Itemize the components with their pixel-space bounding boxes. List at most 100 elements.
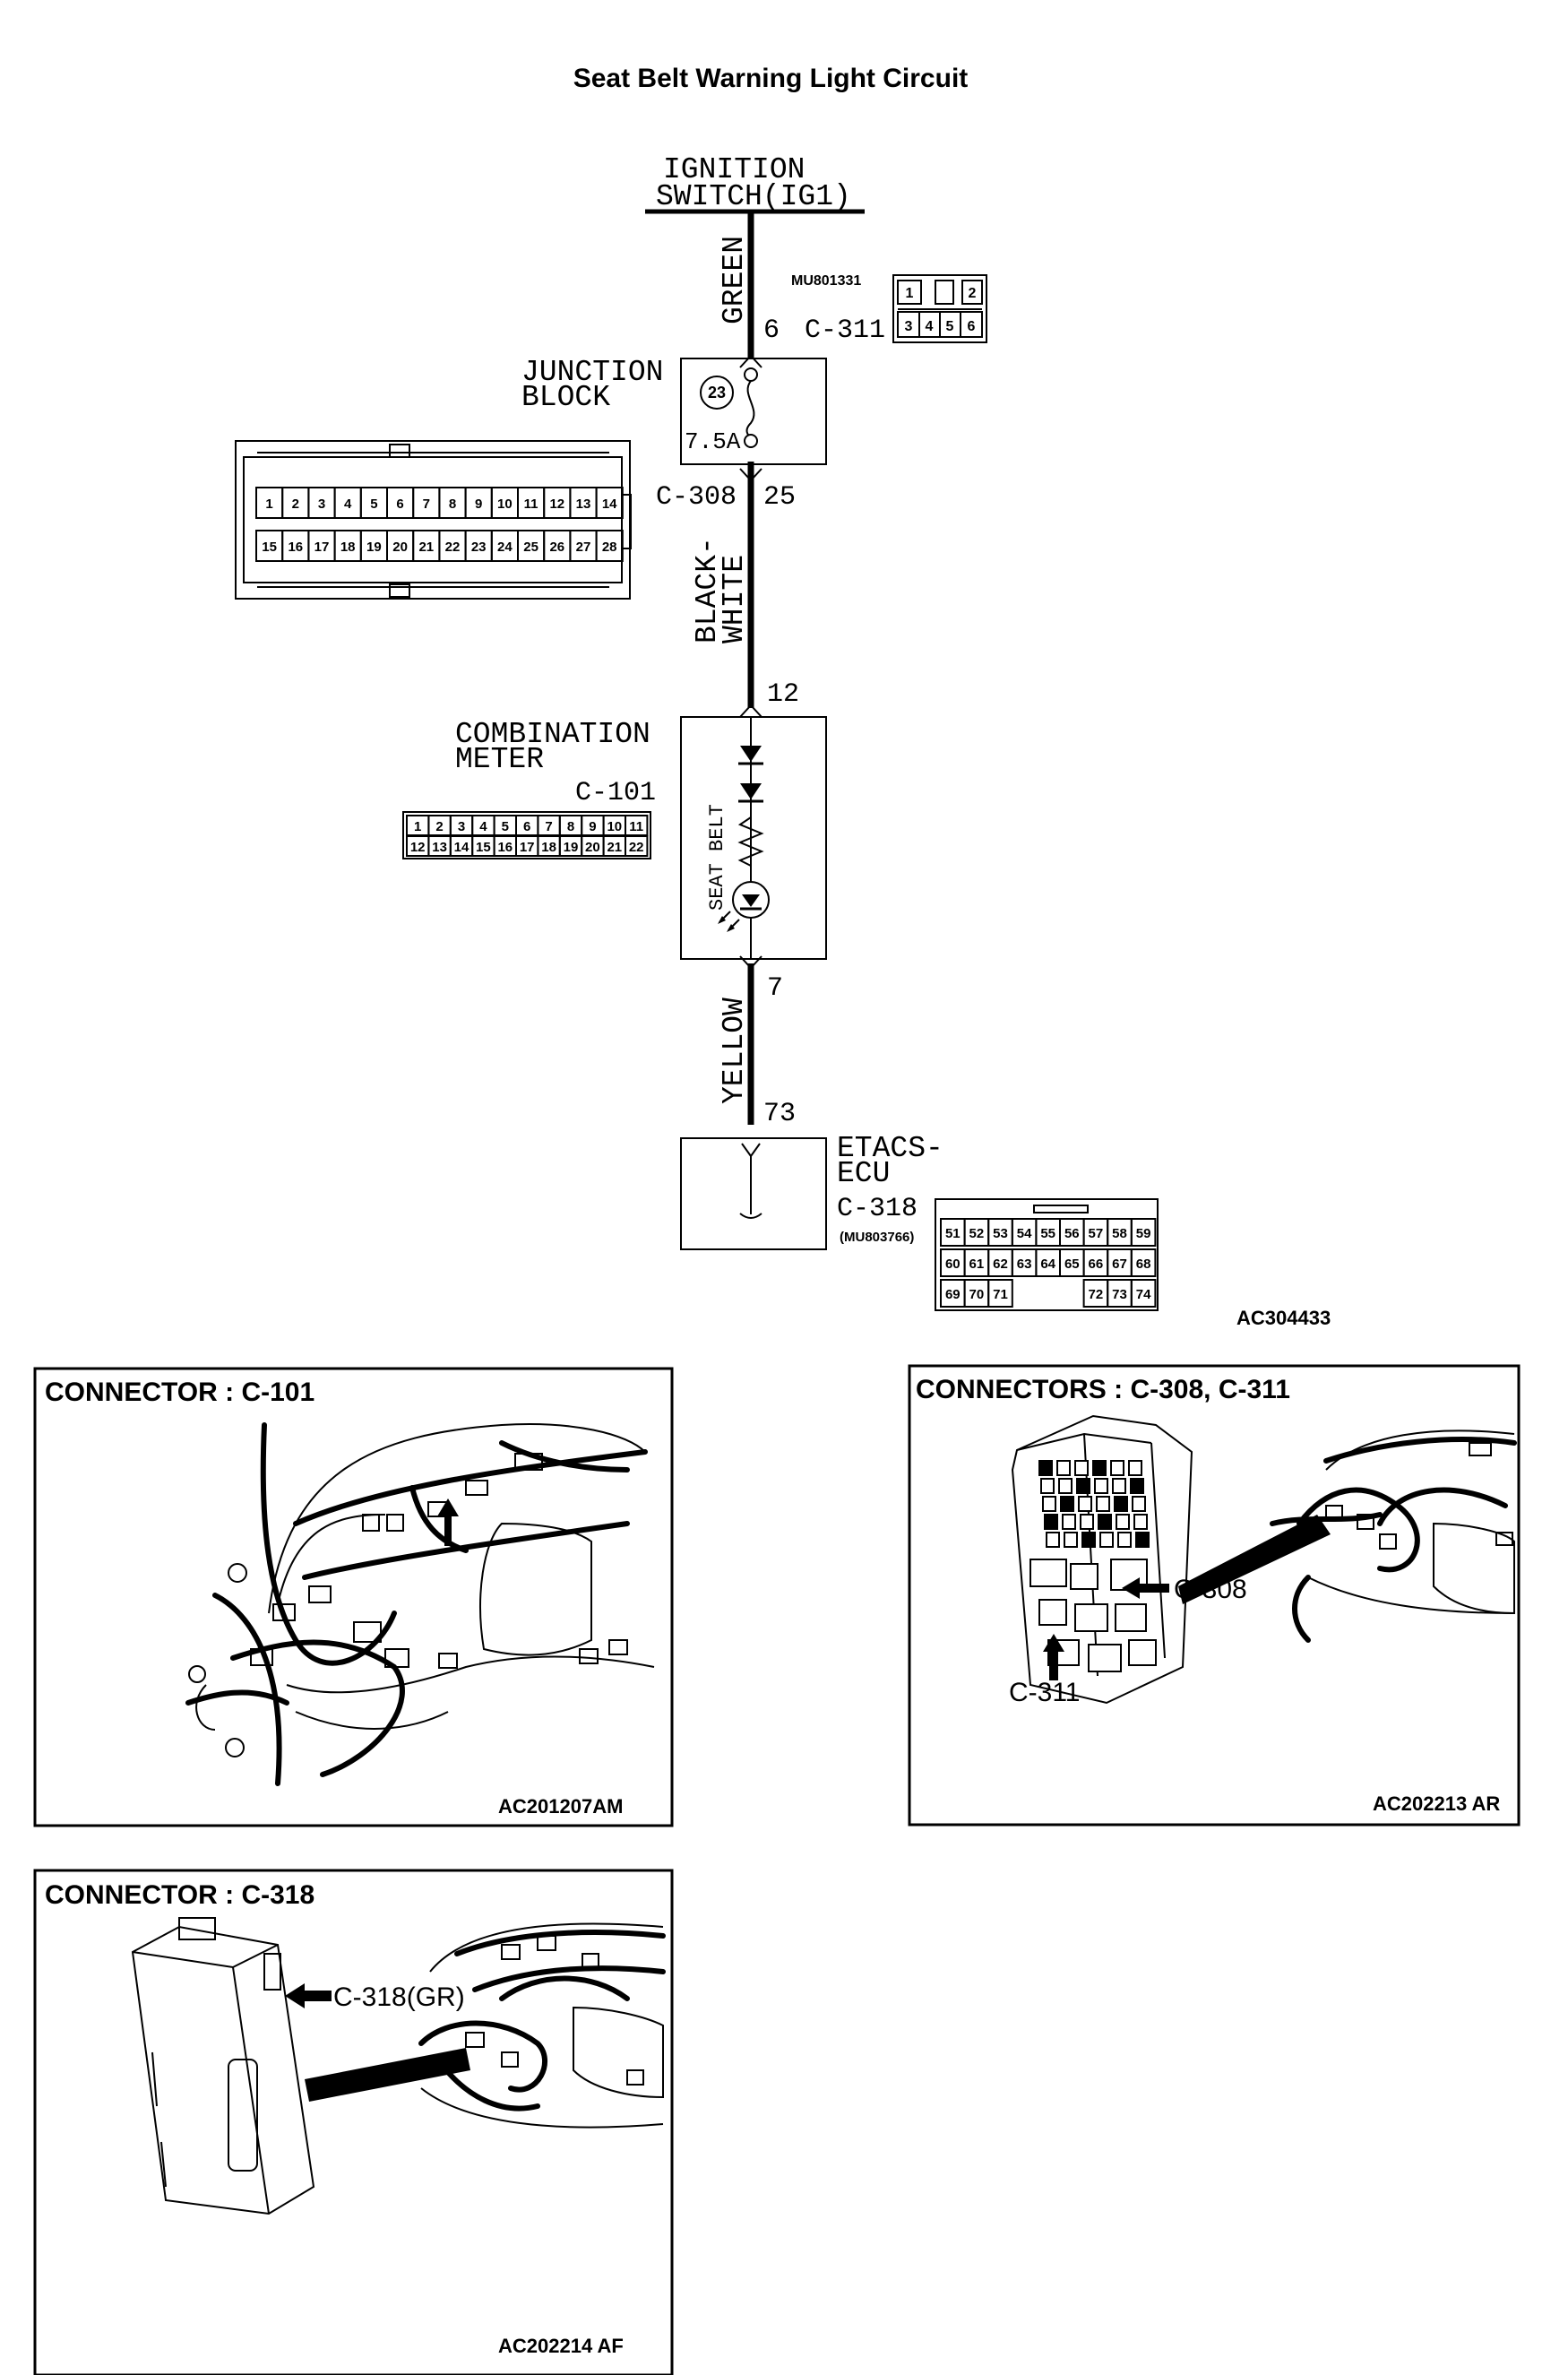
callout-c308: C-308	[1174, 1575, 1247, 1604]
c318-pin-label: 54	[1017, 1226, 1032, 1241]
fuse-slot	[1046, 1532, 1060, 1548]
relay-block	[1030, 1559, 1067, 1587]
c101-pin-label: 16	[497, 840, 513, 855]
pin-12-label: 12	[767, 679, 799, 710]
c318-pin-label: 57	[1089, 1226, 1104, 1241]
connector-c318-label: C-318	[837, 1194, 918, 1224]
connector-c311-label: C-311	[805, 315, 885, 346]
c101-pin-label: 3	[458, 819, 465, 834]
fuse-slot	[1098, 1514, 1112, 1530]
svg-text:3: 3	[905, 319, 913, 334]
connector-c311-part-number: MU801331	[791, 273, 861, 289]
c101-pin-label: 15	[476, 840, 491, 855]
c318-pin-label: 73	[1112, 1287, 1127, 1302]
pin-cell	[1130, 1279, 1157, 1308]
svg-text:4: 4	[926, 319, 934, 334]
relay-block	[1128, 1639, 1157, 1666]
c101-pin-label: 7	[545, 819, 552, 834]
relay-block	[1038, 1599, 1067, 1626]
c308-pin-label: 20	[392, 540, 408, 555]
c101-pin-label: 5	[502, 819, 509, 834]
fuse-slot	[1062, 1514, 1076, 1530]
fuse-slot	[1092, 1460, 1107, 1476]
c308-pin-label: 13	[576, 497, 591, 512]
c101-pin-label: 12	[410, 840, 426, 855]
wire-color-white: WHITE	[718, 555, 751, 643]
wire-color-green: GREEN	[718, 236, 751, 324]
fuse-slot	[1040, 1478, 1055, 1494]
fuse-slot	[1042, 1496, 1056, 1512]
fuse-slot	[1078, 1496, 1092, 1512]
resistor	[737, 816, 764, 867]
c318-pin-label: 56	[1064, 1226, 1080, 1241]
c101-pin-label: 13	[432, 840, 447, 855]
combination-meter: 12 COMBINATION METER C-101 SEAT BELT 7 1…	[402, 679, 827, 1004]
c308-pin-label: 28	[602, 540, 617, 555]
combination-meter-box	[680, 716, 827, 960]
c101-pin-label: 9	[589, 819, 596, 834]
c318-pin-label: 58	[1112, 1226, 1127, 1241]
fuse-slot	[1038, 1460, 1053, 1476]
c318-pin-label: 69	[945, 1287, 961, 1302]
junction-block: JUNCTION BLOCK 23 7.5A	[521, 356, 827, 465]
c318-pin-label: 66	[1089, 1257, 1104, 1272]
c318-pin-label: 65	[1064, 1257, 1080, 1272]
c308-pin-label: 10	[497, 497, 513, 512]
c308-pin-label: 23	[471, 540, 487, 555]
fuse-slot	[1076, 1478, 1090, 1494]
c318-pin-label: 74	[1136, 1287, 1151, 1302]
fuse-number: 23	[708, 384, 726, 402]
panel-c101-title: CONNECTOR : C-101	[45, 1378, 314, 1407]
c101-pin-label: 10	[607, 819, 622, 834]
pin-25-label: 25	[763, 482, 796, 513]
ignition-label-line2: SWITCH(IG1)	[656, 180, 851, 213]
etacs-label-line2: ECU	[837, 1157, 890, 1190]
fuse-slot	[1132, 1496, 1146, 1512]
fuse-rating: 7.5A	[685, 428, 741, 455]
junction-block-box	[680, 358, 827, 465]
pin-cell	[987, 1279, 1013, 1308]
c308-pin-label: 21	[418, 540, 434, 555]
connector-mark	[739, 468, 762, 482]
fuse-slot	[1096, 1496, 1110, 1512]
pin-cell	[595, 530, 624, 562]
relay-block	[1088, 1644, 1122, 1672]
c308-pin-label: 9	[475, 497, 482, 512]
connector-c311: 6 C-311 MU801331 1 2 3 4 5 6	[739, 273, 987, 368]
panel-c318-code: AC202214 AF	[498, 2335, 624, 2357]
c308-pin-label: 25	[523, 540, 538, 555]
c318-pin-label: 64	[1040, 1257, 1055, 1272]
fuse-slot	[1044, 1514, 1058, 1530]
c318-pin-label: 60	[945, 1257, 961, 1272]
fuse-slot	[1112, 1478, 1126, 1494]
fuse-slot	[1074, 1460, 1089, 1476]
c101-pin-label: 2	[435, 819, 443, 834]
pin-cell	[1130, 1218, 1157, 1247]
callout-c311: C-311	[1009, 1678, 1080, 1707]
c308-pin-label: 16	[288, 540, 303, 555]
panel-c101-code: AC201207AM	[498, 1795, 623, 1818]
diagram-title: Seat Belt Warning Light Circuit	[573, 64, 969, 93]
c318-pin-label: 68	[1136, 1257, 1151, 1272]
fuse-slot	[1133, 1514, 1148, 1530]
c318-pin-label: 51	[945, 1226, 961, 1241]
fuse-slot	[1114, 1496, 1128, 1512]
c318-pin-label: 63	[1017, 1257, 1032, 1272]
wire-color-yellow: YELLOW	[718, 998, 751, 1104]
c308-pin-label: 14	[602, 497, 617, 512]
c101-pin-label: 19	[564, 840, 579, 855]
c308-pin-label: 5	[370, 497, 377, 512]
junction-block-label-line2: BLOCK	[521, 381, 610, 414]
diode-2	[740, 783, 762, 799]
c101-pin-label: 14	[454, 840, 470, 855]
fuse-slot	[1116, 1514, 1130, 1530]
connector-mark	[739, 955, 762, 970]
c308-pin-label: 19	[366, 540, 382, 555]
panel-c308-c311-title: CONNECTORS : C-308, C-311	[916, 1375, 1290, 1404]
fuse-number-circle	[700, 376, 734, 410]
fuse-slot	[1128, 1460, 1142, 1476]
c308-pin-label: 11	[524, 497, 538, 512]
